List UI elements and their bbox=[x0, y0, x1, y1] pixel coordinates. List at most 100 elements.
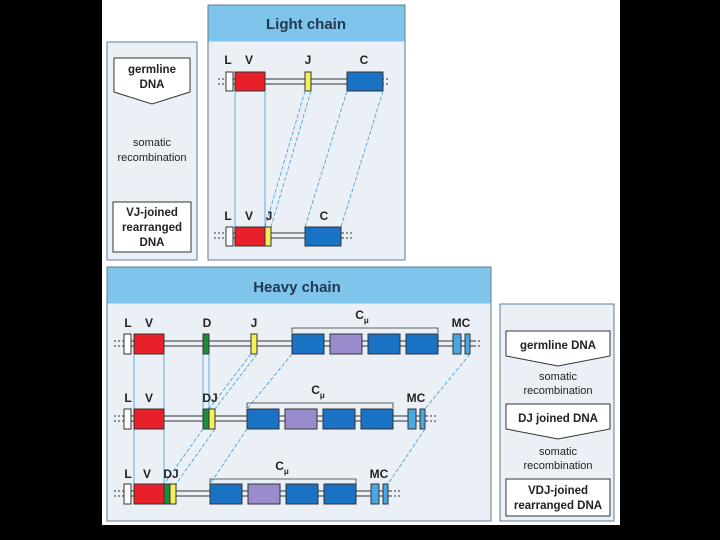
heavy-row3-mc-segment-a bbox=[370, 483, 380, 505]
heavy-row2-c-exon4 bbox=[360, 408, 394, 430]
heavy-row1-c-exon2 bbox=[329, 333, 363, 355]
heavy-row3-c-exon1 bbox=[209, 483, 243, 505]
light-process-label-line1: somatic bbox=[133, 137, 171, 149]
light-panel-frame bbox=[207, 4, 406, 261]
heavy-row2-label-mc: MC bbox=[407, 391, 426, 405]
light-guide-lines bbox=[234, 90, 384, 228]
light-panel-header bbox=[208, 5, 405, 42]
heavy-row2-c-bracket bbox=[246, 402, 394, 408]
light-side-panel: germline DNA somatic recombination VJ-jo… bbox=[106, 41, 198, 261]
heavy-chain-panel: Heavy chain L V D J Cμ MC bbox=[106, 266, 492, 522]
light-rearranged-label-c: C bbox=[320, 209, 329, 223]
heavy-row2-mc-segment-a bbox=[407, 408, 417, 430]
heavy-row1-label-v: V bbox=[145, 316, 153, 330]
figure-caption-text: The Immune System, 2/e (© Garland Scienc… bbox=[151, 526, 348, 536]
heavy-row1-label-d: D bbox=[203, 316, 212, 330]
heavy-row1-v-segment bbox=[133, 333, 165, 355]
heavy-process2-label-line2: recombination bbox=[523, 460, 592, 472]
light-germline-label-j: J bbox=[305, 53, 312, 67]
light-chain-panel: Light chain L V J C L V J bbox=[207, 4, 406, 261]
heavy-row2-j-segment bbox=[208, 408, 216, 430]
heavy-row2-l-segment bbox=[123, 408, 132, 430]
heavy-row1-c-exon4 bbox=[405, 333, 439, 355]
heavy-row1-c-exon1 bbox=[291, 333, 325, 355]
heavy-germline-arrow-box bbox=[505, 330, 611, 367]
heavy-dj-arrow-box bbox=[505, 403, 611, 440]
light-germline-label-v: V bbox=[245, 53, 253, 67]
heavy-row2-v-segment bbox=[133, 408, 165, 430]
heavy-guide-lines-2 bbox=[163, 428, 426, 485]
light-germline-strand bbox=[218, 71, 390, 92]
light-chain-title: Light chain bbox=[266, 16, 346, 33]
light-rearranged-label-line3: DNA bbox=[140, 237, 165, 249]
heavy-germline-label: germline DNA bbox=[520, 340, 596, 352]
heavy-row3-label-mc: MC bbox=[370, 467, 389, 481]
light-rearranged-label-line1: VJ-joined bbox=[126, 207, 178, 219]
heavy-row3-j-segment bbox=[169, 483, 177, 505]
heavy-row1-strand bbox=[114, 333, 482, 355]
heavy-row2-strand bbox=[114, 408, 436, 430]
light-rearranged-label-line2: rearranged bbox=[122, 222, 182, 234]
light-germline-j-segment bbox=[304, 71, 312, 92]
light-rearranged-j-segment bbox=[264, 226, 272, 247]
light-germline-label-l: L bbox=[224, 53, 231, 67]
light-germline-label-c: C bbox=[360, 53, 369, 67]
heavy-vdj-box bbox=[505, 478, 611, 517]
heavy-row3-label-dj: DJ bbox=[163, 467, 178, 481]
light-rearranged-l-segment bbox=[225, 226, 234, 247]
heavy-row2-c-exon1 bbox=[246, 408, 280, 430]
heavy-row3-d-segment bbox=[163, 483, 171, 505]
light-rearranged-v-segment bbox=[234, 226, 266, 247]
figure-caption: Figure 2-15 The Immune System, 2/e (© Ga… bbox=[104, 526, 347, 536]
light-rearranged-strand bbox=[214, 226, 352, 247]
heavy-row1-label-mc: MC bbox=[452, 316, 471, 330]
heavy-row1-label-j: J bbox=[251, 316, 258, 330]
heavy-panel-header bbox=[107, 267, 491, 304]
heavy-chain-title: Heavy chain bbox=[253, 279, 341, 296]
heavy-row3-v-segment bbox=[133, 483, 165, 505]
light-rearranged-label-l: L bbox=[224, 209, 231, 223]
heavy-row1-c-bracket bbox=[291, 327, 439, 333]
light-germline-c-segment bbox=[346, 71, 384, 92]
heavy-row3-c-exon2 bbox=[247, 483, 281, 505]
heavy-row2-label-dj: DJ bbox=[202, 391, 217, 405]
heavy-process1-label-line1: somatic bbox=[539, 371, 577, 383]
heavy-row3-c-bracket bbox=[209, 478, 357, 484]
heavy-row3-label-l: L bbox=[124, 467, 131, 481]
heavy-row2-label-l: L bbox=[124, 391, 131, 405]
heavy-row2-label-v: V bbox=[145, 391, 153, 405]
heavy-row2-label-c: Cμ bbox=[311, 383, 325, 400]
heavy-dj-label: DJ joined DNA bbox=[518, 413, 598, 425]
heavy-row3-l-segment bbox=[123, 483, 132, 505]
heavy-side-panel: germline DNA somatic recombination DJ jo… bbox=[499, 303, 615, 522]
heavy-row1-label-c: Cμ bbox=[355, 308, 369, 325]
heavy-row3-c-exon3 bbox=[285, 483, 319, 505]
light-germline-arrow-box bbox=[113, 57, 191, 105]
heavy-row1-mc-segment-b bbox=[464, 333, 471, 355]
heavy-row2-mc-segment-b bbox=[419, 408, 426, 430]
heavy-vdj-label-line1: VDJ-joined bbox=[528, 485, 588, 497]
heavy-row2-c-exon3 bbox=[322, 408, 356, 430]
heavy-row1-mc-segment-a bbox=[452, 333, 462, 355]
light-germline-l-segment bbox=[225, 71, 234, 92]
light-germline-v-segment bbox=[234, 71, 266, 92]
light-rearranged-label-v: V bbox=[245, 209, 253, 223]
heavy-row3-label-v: V bbox=[143, 467, 151, 481]
heavy-row1-c-exon3 bbox=[367, 333, 401, 355]
heavy-process2-label-line1: somatic bbox=[539, 446, 577, 458]
heavy-row3-c-exon4 bbox=[323, 483, 357, 505]
heavy-row2-c-exon2 bbox=[284, 408, 318, 430]
heavy-vdj-label-line2: rearranged DNA bbox=[514, 500, 602, 512]
heavy-row3-label-c: Cμ bbox=[275, 459, 289, 476]
heavy-process1-label-line2: recombination bbox=[523, 385, 592, 397]
figure-caption-prefix: Figure 2-15 bbox=[104, 526, 150, 536]
heavy-row3-mc-segment-b bbox=[382, 483, 389, 505]
light-rearranged-label-j: J bbox=[266, 209, 273, 223]
heavy-row2-d-segment bbox=[202, 408, 210, 430]
light-process-label-line2: recombination bbox=[117, 152, 186, 164]
light-rearranged-box bbox=[112, 201, 192, 253]
heavy-row1-j-segment bbox=[250, 333, 258, 355]
heavy-row3-strand bbox=[114, 483, 400, 505]
heavy-row1-d-segment bbox=[202, 333, 210, 355]
